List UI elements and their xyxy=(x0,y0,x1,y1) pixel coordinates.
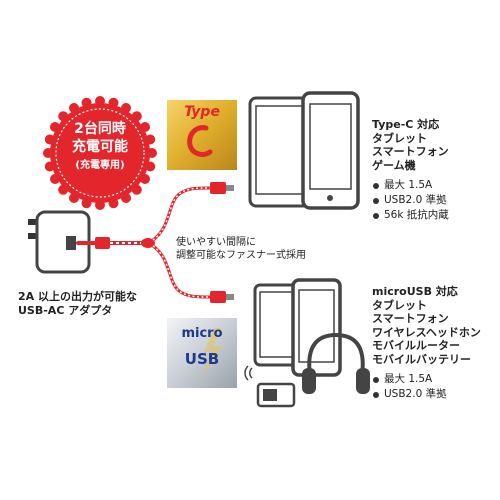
micro-usb-line: モバイルルーター xyxy=(372,339,460,352)
smartphone-icon xyxy=(301,91,360,210)
smartphone-small-icon xyxy=(291,278,342,377)
type-c-logo-icon xyxy=(167,100,237,170)
micro-usb-spec-item: USB2.0 準拠 xyxy=(372,387,497,402)
mobile-router-icon xyxy=(244,365,296,408)
cable-caption-line2: 調整可能なファスナー式採用 xyxy=(176,250,306,261)
type-c-line: Type-C 対応 xyxy=(372,118,440,131)
type-c-spec-item: USB2.0 準拠 xyxy=(372,193,497,208)
type-c-spec-item: 最大 1.5A xyxy=(372,178,497,193)
type-c-section: Type-C 対応 タブレット スマートフォン ゲーム機 最大 1.5A USB… xyxy=(372,118,497,223)
headphones-icon xyxy=(302,332,370,394)
micro-usb-line: タブレット xyxy=(372,298,427,312)
tablet-icon xyxy=(248,96,312,208)
micro-usb-line: microUSB 対応 xyxy=(372,285,458,298)
type-c-line: ゲーム機 xyxy=(372,158,416,172)
type-c-line: スマートフォン xyxy=(372,145,449,158)
tablet-small-icon xyxy=(253,283,302,367)
charging-badge-icon xyxy=(43,96,157,210)
micro-usb-logo-text: micro USB xyxy=(170,326,234,368)
micro-usb-spec-list: 最大 1.5A USB2.0 準拠 xyxy=(372,372,497,402)
micro-usb-line: スマートフォン xyxy=(372,312,449,325)
ac-adapter-icon xyxy=(28,210,91,274)
badge-line2: 充電可能 xyxy=(72,139,128,155)
badge-text: 2台同時 充電可能 (充電専用) xyxy=(55,120,145,173)
type-c-spec-item: 56k 抵抗内蔵 xyxy=(372,208,497,223)
micro-usb-line: ワイヤレスヘッドホン xyxy=(372,325,481,339)
micro-usb-logo-line1: micro xyxy=(181,326,223,341)
adapter-caption-line1: 2A 以上の出力が可能な xyxy=(18,290,137,303)
y-cable-icon xyxy=(76,182,234,303)
type-c-logo-line1: Type xyxy=(184,104,220,120)
cable-caption-line1: 使いやすい間隔に xyxy=(176,237,256,248)
micro-usb-spec-item: 最大 1.5A xyxy=(372,372,497,387)
cable-caption: 使いやすい間隔に 調整可能なファスナー式採用 xyxy=(176,236,346,262)
adapter-caption-line2: USB-AC アダプタ xyxy=(18,303,113,317)
micro-usb-logo-line2: USB xyxy=(184,350,220,368)
micro-usb-section: microUSB 対応 タブレット スマートフォン ワイヤレスヘッドホン モバイ… xyxy=(372,285,497,402)
adapter-caption: 2A 以上の出力が可能な USB-AC アダプタ xyxy=(18,290,178,317)
badge-line1: 2台同時 xyxy=(74,121,126,137)
micro-usb-logo-icon xyxy=(167,318,237,388)
micro-usb-line: モバイルバッテリー xyxy=(372,352,471,366)
type-c-line: タブレット xyxy=(372,131,427,145)
badge-line3: (充電専用) xyxy=(75,160,125,171)
type-c-spec-list: 最大 1.5A USB2.0 準拠 56k 抵抗内蔵 xyxy=(372,178,497,223)
type-c-logo-text: Type C xyxy=(172,104,232,120)
